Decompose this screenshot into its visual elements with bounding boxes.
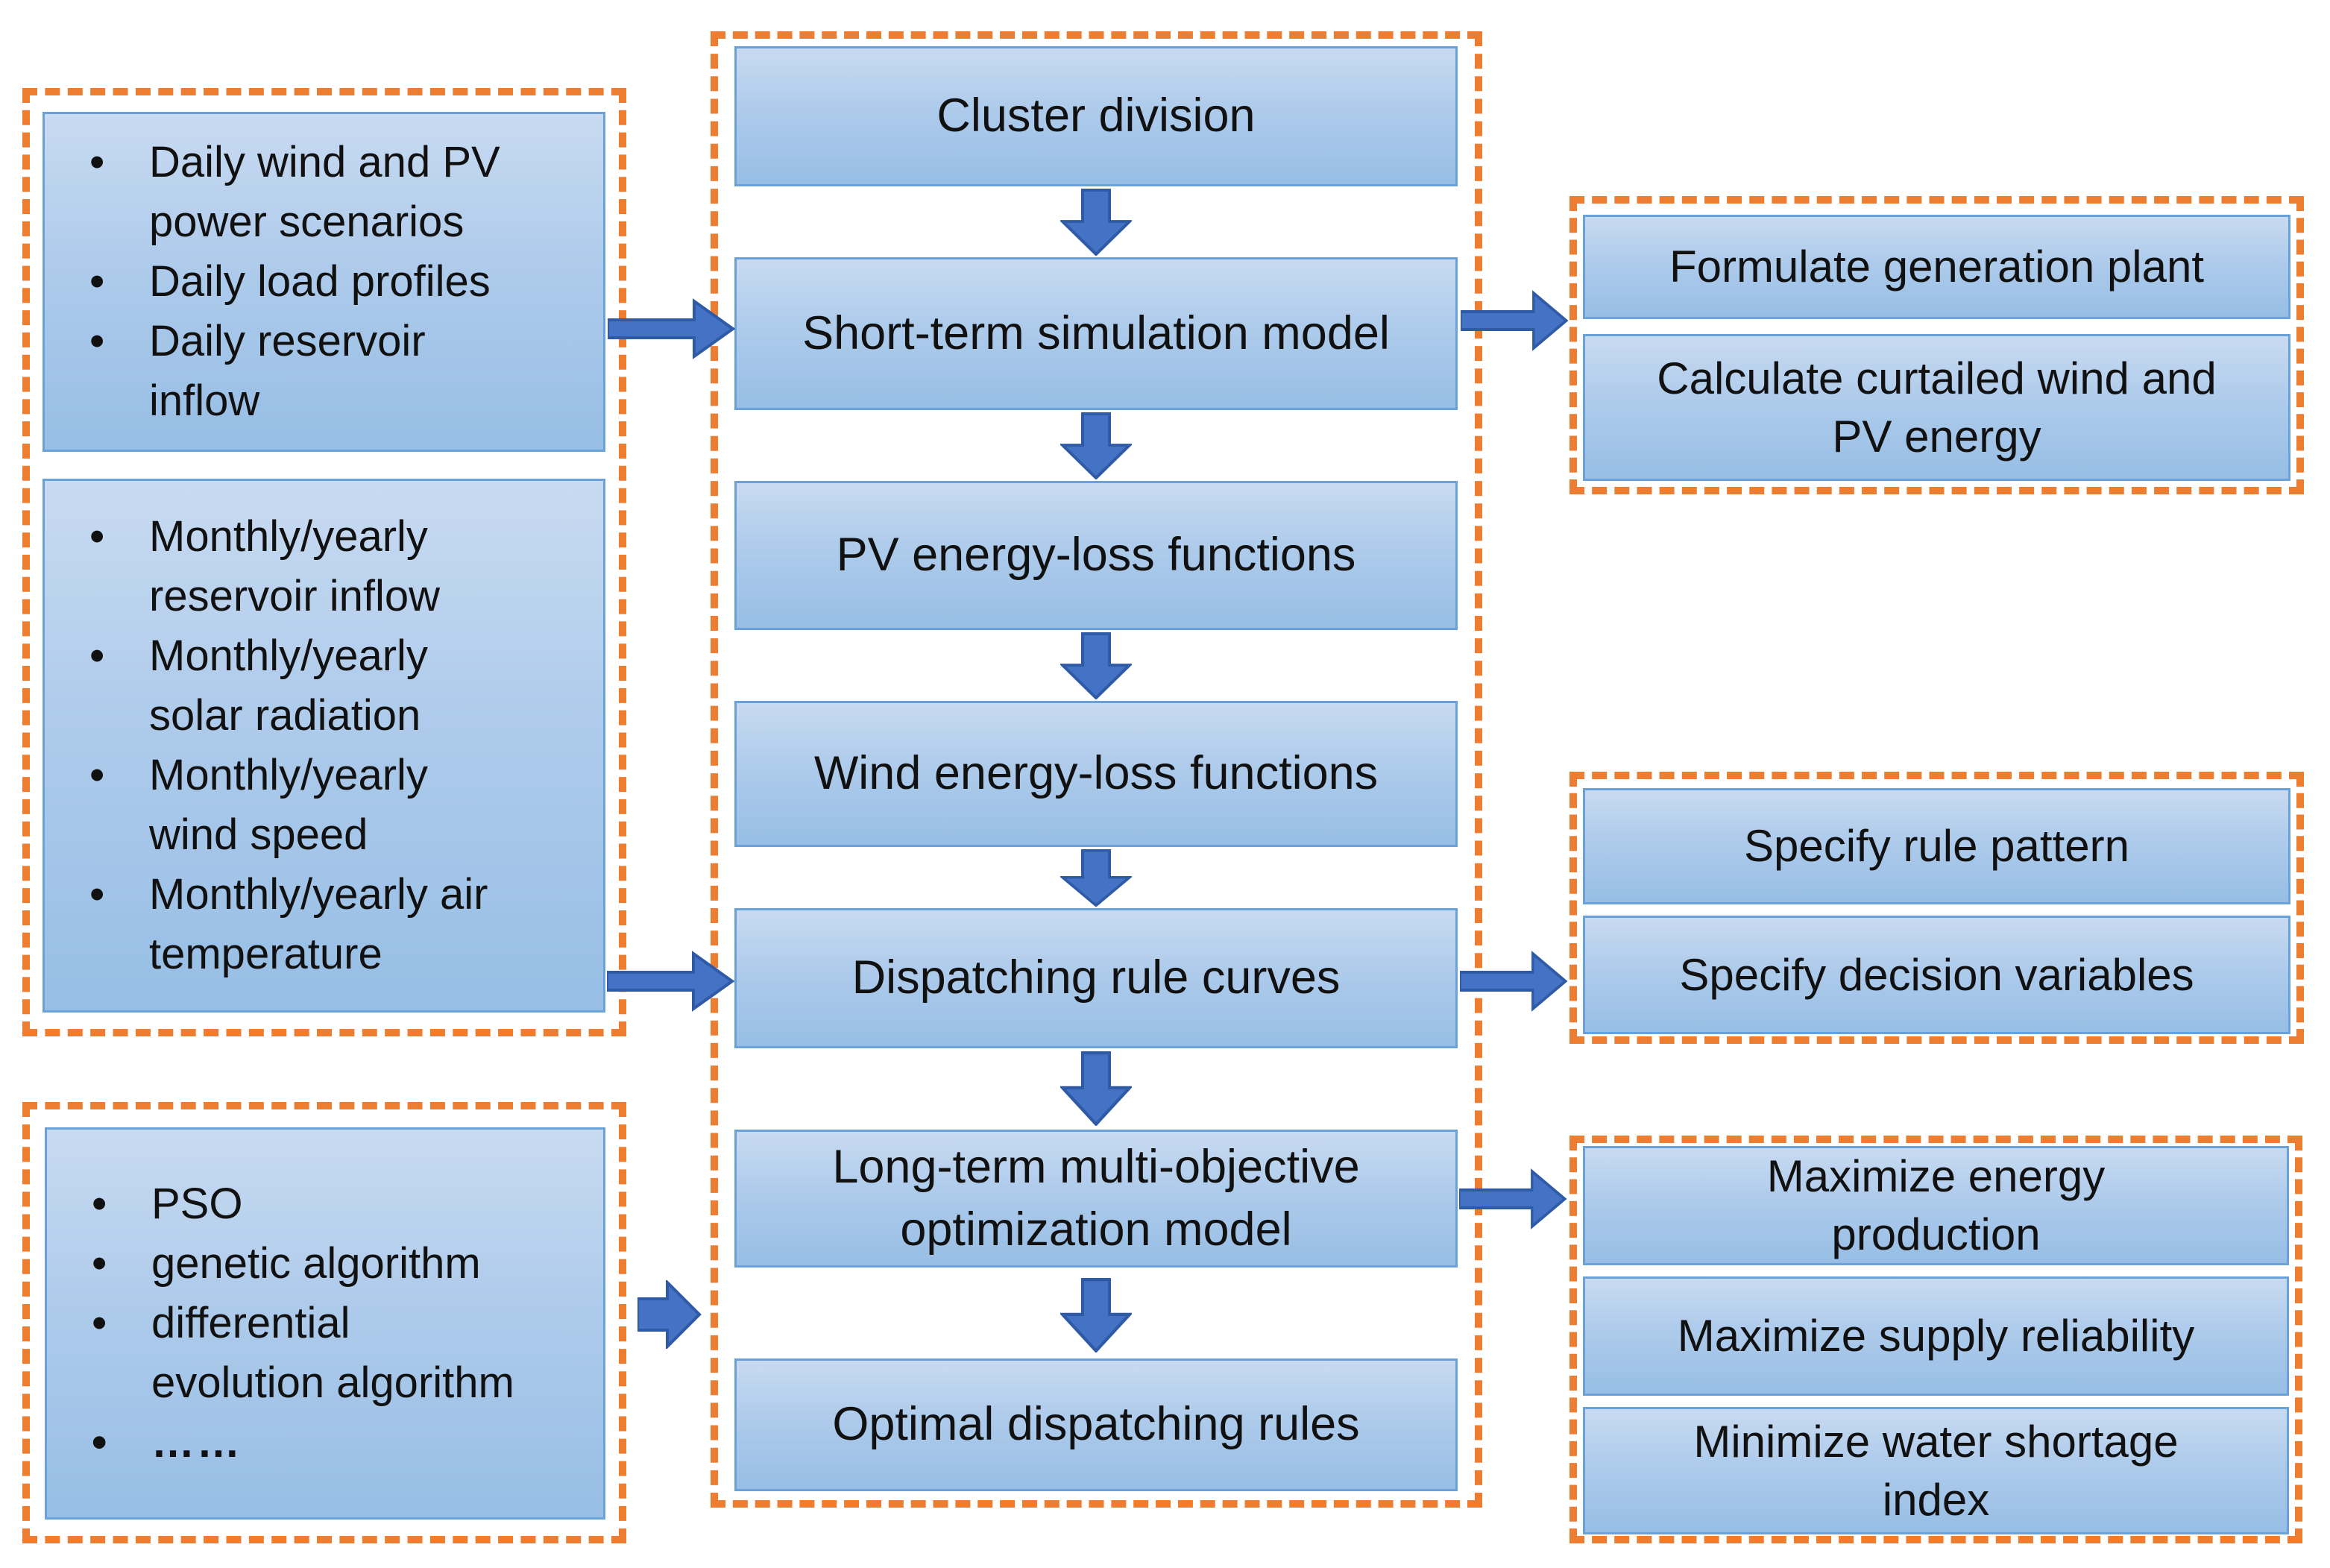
objectives-dashed-frame xyxy=(1569,1136,2302,1543)
list-item: differential evolution algorithm xyxy=(62,1294,588,1413)
algorithms-box: PSO genetic algorithm differential evolu… xyxy=(45,1127,605,1520)
list-item: Monthly/yearly wind speed xyxy=(60,746,588,865)
arrow-right-icon xyxy=(608,297,736,361)
arrow-right-icon xyxy=(1460,949,1568,1013)
calculate-curtailed-energy-box: Calculate curtailed wind and PV energy xyxy=(1583,334,2290,481)
formulate-generation-plant-box: Formulate generation plant xyxy=(1583,215,2290,319)
arrow-right-icon xyxy=(1461,289,1569,353)
list-item: Monthly/yearly air temperature xyxy=(60,865,588,984)
flow-step-dispatching-rule-curves: Dispatching rule curves xyxy=(734,908,1458,1048)
inputs-dashed-frame xyxy=(22,88,626,1036)
rule-outputs-dashed-frame xyxy=(1569,772,2304,1044)
arrow-right-icon xyxy=(637,1280,702,1349)
flow-step-pv-energy-loss-functions: PV energy-loss functions xyxy=(734,481,1458,630)
flow-step-short-term-simulation-model: Short-term simulation model xyxy=(734,257,1458,410)
flow-step-optimal-dispatching-rules: Optimal dispatching rules xyxy=(734,1358,1458,1491)
list-item: Daily reservoir inflow xyxy=(60,312,588,431)
daily-inputs-box: Daily wind and PV power scenarios Daily … xyxy=(42,112,605,452)
arrow-down-icon xyxy=(1060,849,1132,907)
monthly-inputs-box: Monthly/yearly reservoir inflow Monthly/… xyxy=(42,479,605,1013)
arrow-down-icon xyxy=(1060,1051,1132,1126)
list-item: …… xyxy=(62,1413,588,1473)
arrow-down-icon xyxy=(1060,1278,1132,1353)
workflow-dashed-frame xyxy=(711,31,1482,1508)
list-item: Daily load profiles xyxy=(60,252,588,312)
arrow-right-icon xyxy=(607,949,735,1013)
algorithms-dashed-frame xyxy=(22,1102,626,1543)
list-item: genetic algorithm xyxy=(62,1234,588,1294)
maximize-energy-production-box: Maximize energy production xyxy=(1583,1146,2289,1265)
specify-decision-variables-box: Specify decision variables xyxy=(1583,916,2290,1034)
maximize-supply-reliability-box: Maximize supply reliability xyxy=(1583,1276,2289,1396)
arrow-right-icon xyxy=(1459,1167,1567,1231)
minimize-water-shortage-box: Minimize water shortage index xyxy=(1583,1407,2289,1534)
flow-step-long-term-optimization-model: Long-term multi-objective optimization m… xyxy=(734,1130,1458,1268)
list-item: Daily wind and PV power scenarios xyxy=(60,133,588,252)
arrow-down-icon xyxy=(1060,632,1132,699)
list-item: Monthly/yearly reservoir inflow xyxy=(60,507,588,626)
list-item: Monthly/yearly solar radiation xyxy=(60,626,588,746)
simulation-outputs-dashed-frame xyxy=(1569,196,2304,494)
list-item: PSO xyxy=(62,1174,588,1234)
flow-step-wind-energy-loss-functions: Wind energy-loss functions xyxy=(734,701,1458,847)
flow-step-cluster-division: Cluster division xyxy=(734,46,1458,186)
arrow-down-icon xyxy=(1060,412,1132,479)
arrow-down-icon xyxy=(1060,189,1132,256)
specify-rule-pattern-box: Specify rule pattern xyxy=(1583,788,2290,904)
